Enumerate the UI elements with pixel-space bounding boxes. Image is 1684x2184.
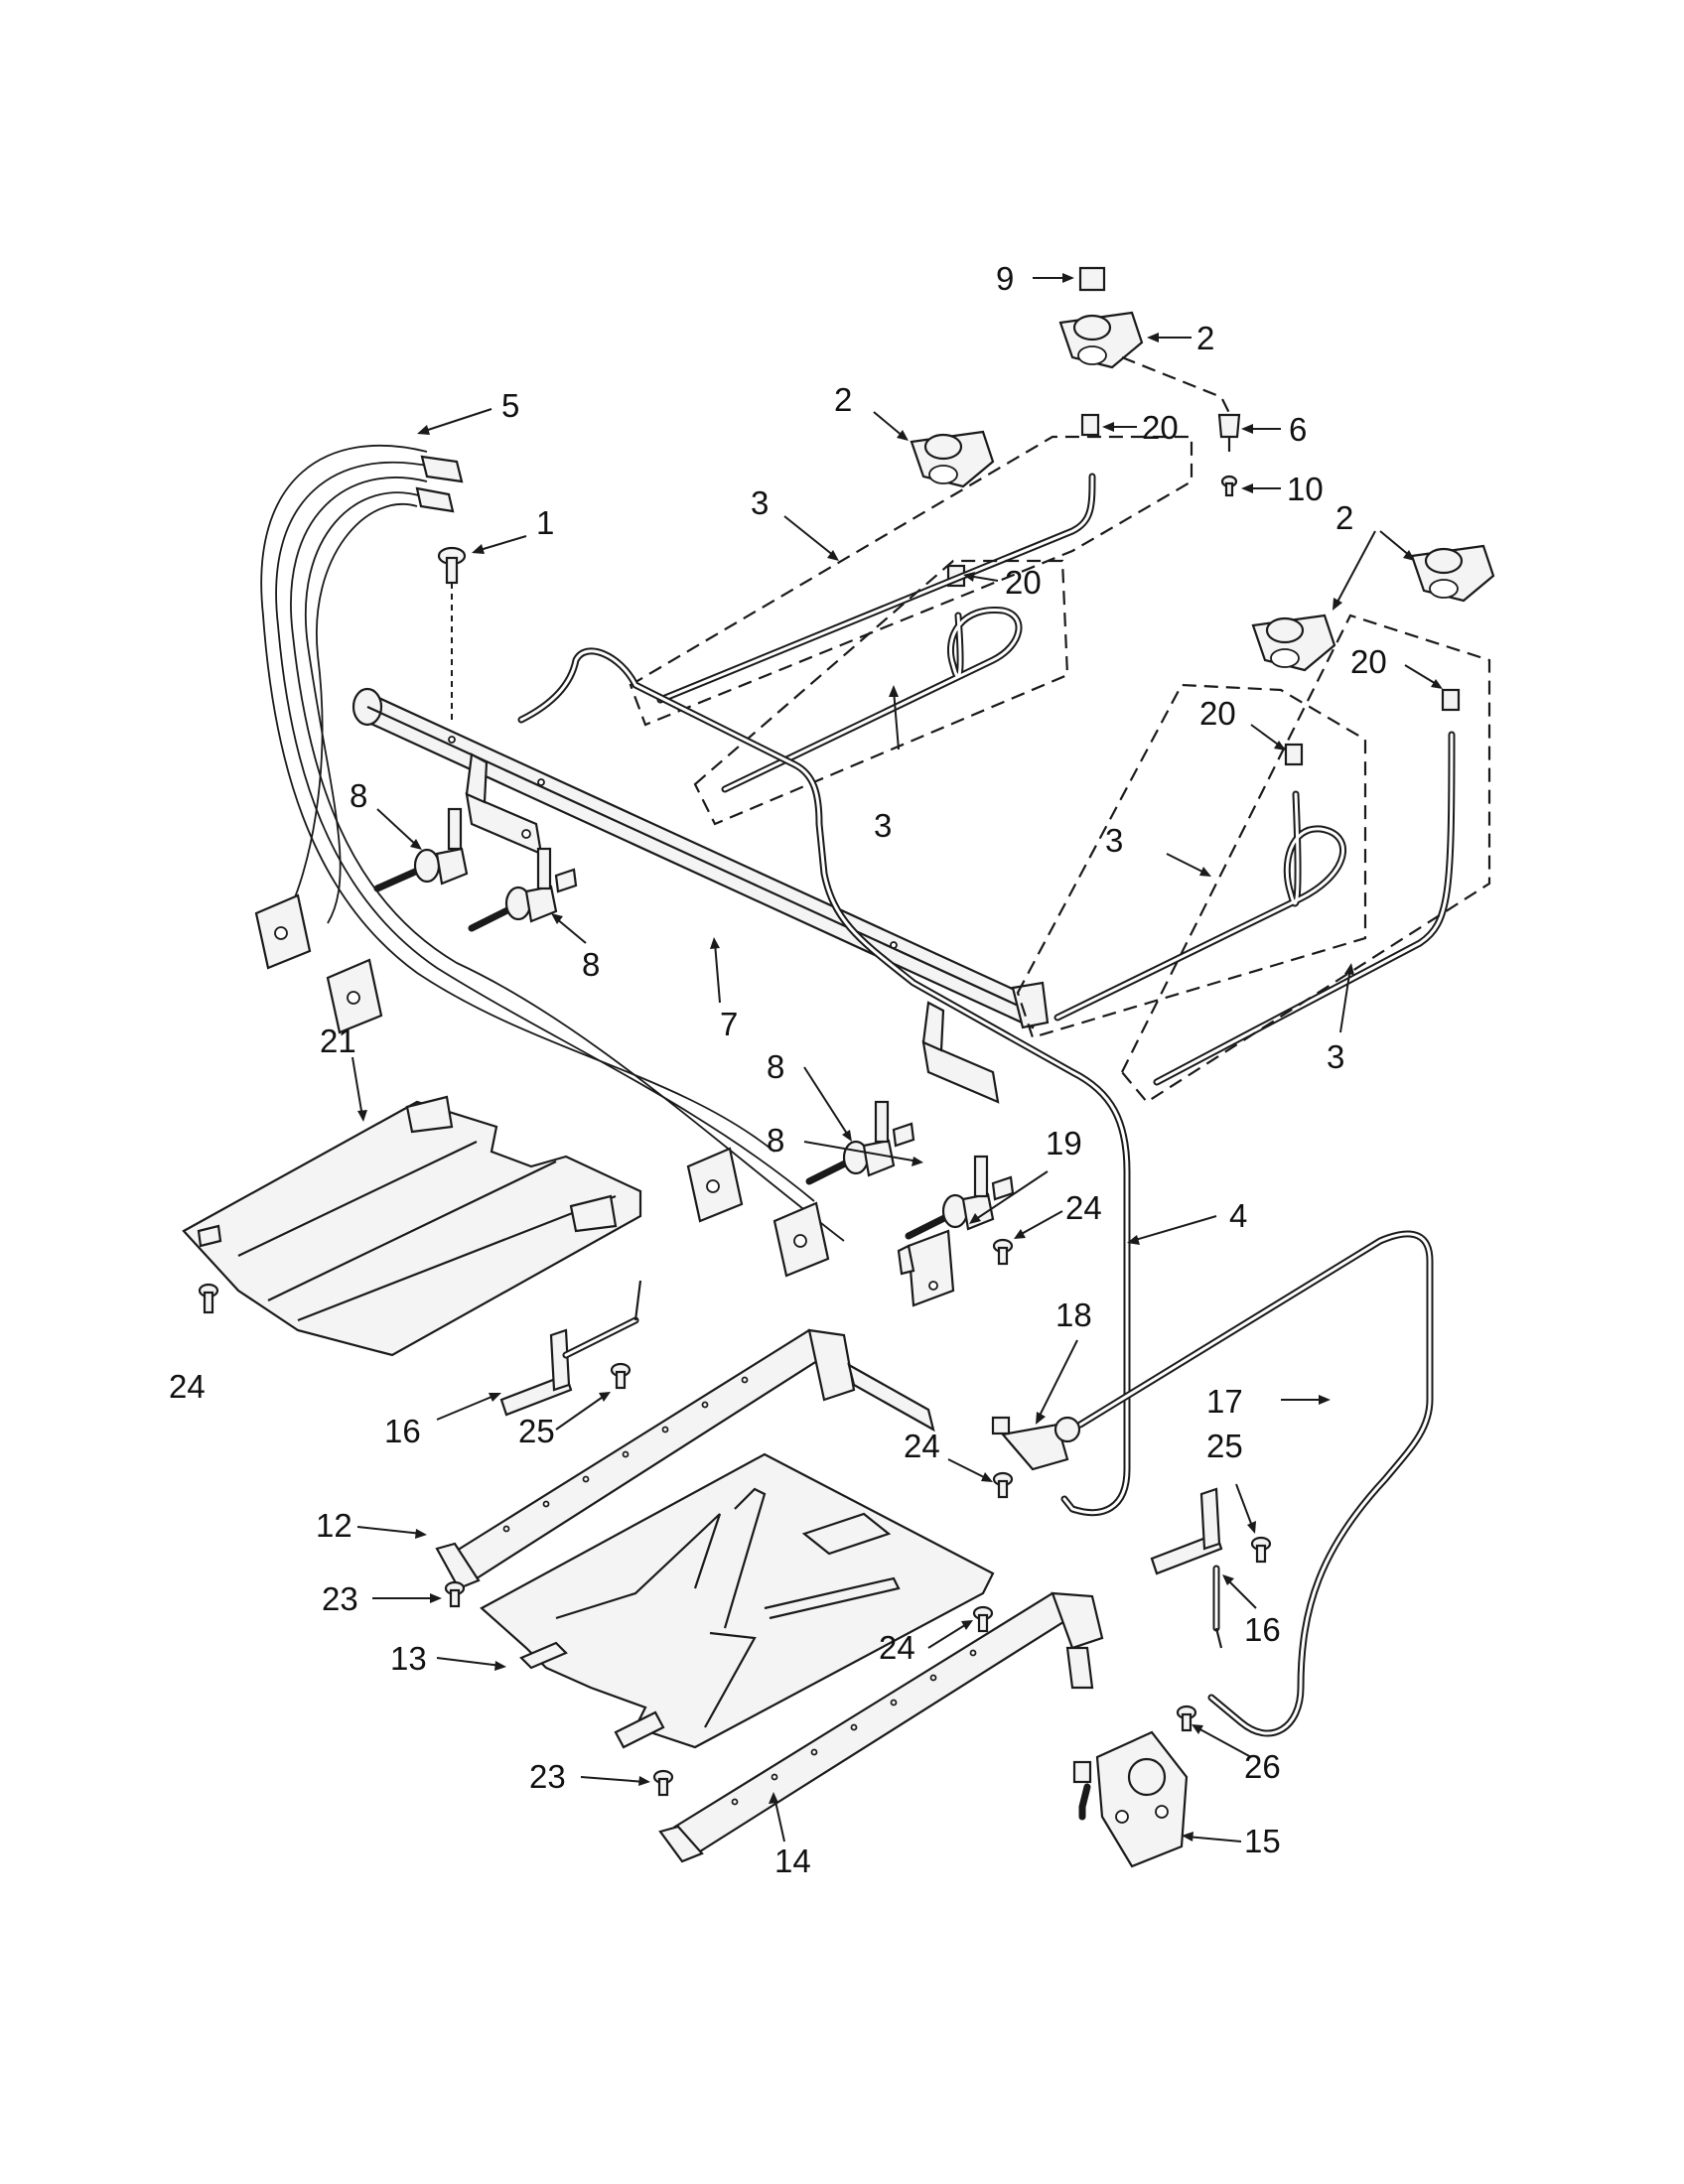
callout-2: 2 [834,381,853,418]
regulator-15 [1072,1730,1189,1868]
assembly-outline-4 [1120,614,1491,1104]
wire-harness [260,444,845,1242]
callout-20: 20 [1199,695,1236,732]
ignition-switch-2 [326,958,383,1034]
assembly-outline-3 [1016,683,1367,1039]
gas-tube-17 [1076,1230,1434,1737]
burner-tube-3 [1053,790,1347,1022]
callout-16: 16 [384,1413,421,1449]
callout-4: 4 [1229,1197,1248,1234]
screw-26 [1176,1705,1197,1732]
burner-14 [658,1591,1104,1863]
valve-3 [805,1100,915,1185]
callout-19: 19 [1046,1125,1082,1161]
cap-nut [1078,266,1106,292]
screw-1 [437,546,467,725]
screw-24-holder [992,1471,1014,1499]
callout-7: 7 [720,1006,739,1042]
bracket-19 [897,1229,955,1307]
burner-12 [435,1328,935,1590]
callout-8: 8 [767,1122,785,1159]
burner-12-holes [502,1376,749,1533]
valve-4 [905,1155,1015,1240]
ignition-switch-3 [686,1147,744,1223]
screw-24-burner [972,1605,994,1633]
orifice-1 [1080,413,1100,437]
callout-25: 25 [1206,1428,1243,1464]
screw-24-bracket [992,1238,1014,1266]
burner-tube-4 [1153,731,1456,1086]
callout-3: 3 [1105,822,1124,859]
burner-base-top [1058,311,1144,369]
callout-1: 1 [536,504,555,541]
manifold-bracket-right [921,1001,1000,1104]
orifice-3 [1284,743,1304,766]
callout-23: 23 [529,1758,566,1795]
burner-pan-13 [480,1452,995,1749]
callout-3: 3 [751,484,770,521]
burner-base-left [910,430,995,488]
callout-8: 8 [767,1048,785,1085]
callout-15: 15 [1244,1823,1281,1859]
callout-5: 5 [501,387,520,424]
assembly-outline-1 [629,435,1193,727]
callout-24: 24 [1065,1189,1102,1226]
callout-20: 20 [1350,643,1387,680]
callout-leaders [351,273,1443,1843]
ignition-switch-4 [772,1201,830,1278]
gas-tube-4 [517,647,1131,1517]
screw-25-right [1250,1536,1272,1564]
orifice-4 [1441,688,1461,712]
burner-base-mid [1251,614,1336,672]
screw-23-top [444,1580,466,1608]
callout-14: 14 [774,1843,811,1879]
callout-24: 24 [169,1368,206,1405]
callout-8: 8 [350,777,368,814]
igniter-16-right [1150,1487,1223,1649]
burner-tube-1 [656,473,1096,704]
callout-24: 24 [904,1428,940,1464]
screw-10 [1220,475,1238,497]
burner-base-right [1410,544,1495,603]
callout-26: 26 [1244,1748,1281,1785]
callout-21: 21 [320,1023,356,1059]
callout-16: 16 [1244,1611,1281,1648]
callout-20: 20 [1142,409,1179,446]
callout-13: 13 [390,1640,427,1677]
igniter-16-left [499,1280,642,1417]
burner-tube-2 [721,606,1023,793]
callout-20: 20 [1005,564,1042,601]
screw-25-left [610,1362,632,1390]
callout-10: 10 [1287,471,1324,507]
callout-2: 2 [1335,499,1354,536]
callout-2: 2 [1196,320,1215,356]
ignition-switch-1 [254,893,312,970]
callout-18: 18 [1055,1297,1092,1333]
callout-12: 12 [316,1507,352,1544]
screw-24-shield [198,1283,219,1314]
callout-9: 9 [996,260,1015,297]
callout-3: 3 [874,807,893,844]
manifold-bracket-left [465,752,543,856]
orifice-holder-18 [991,1416,1081,1471]
callout-23: 23 [322,1580,358,1617]
valve-2 [468,847,578,932]
assembly-outline-2 [693,559,1069,826]
callout-17: 17 [1206,1383,1243,1420]
callout-6: 6 [1289,411,1308,448]
callout-25: 25 [518,1413,555,1449]
assembly-outline-5 [1121,355,1232,418]
callout-8: 8 [582,946,601,983]
callout-24: 24 [879,1629,915,1666]
screw-23-bottom [652,1769,674,1797]
valve-1 [373,807,469,892]
electrode [1217,413,1241,452]
callout-3: 3 [1327,1038,1345,1075]
shield-21 [182,1095,642,1357]
